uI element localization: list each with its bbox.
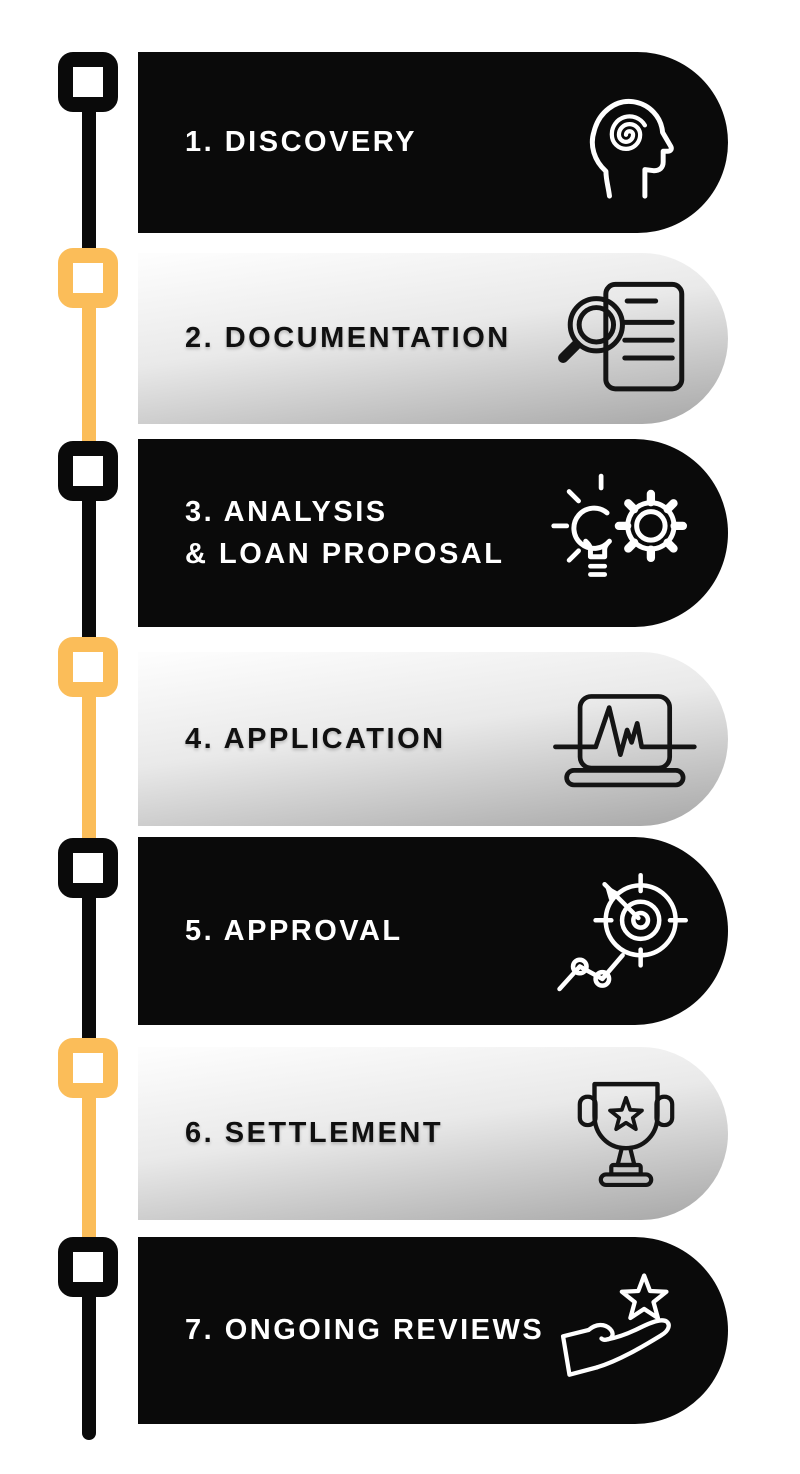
step-card-4: 4. APPLICATION (138, 652, 728, 826)
step-title-3-line1: 3. ANALYSIS (185, 495, 388, 528)
timeline-marker-7 (58, 1237, 118, 1297)
step-title-7-line1: 7. ONGOING REVIEWS (185, 1314, 545, 1347)
timeline-marker-6 (58, 1038, 118, 1098)
step-card-1: 1. DISCOVERY (138, 52, 728, 233)
step-title-6: 6. SETTLEMENT (185, 1112, 550, 1154)
timeline-connector-3 (82, 491, 96, 647)
timeline-marker-4 (58, 637, 118, 697)
step-title-3: 3. ANALYSIS & LOAN PROPOSAL (185, 491, 550, 575)
step-title-1: 1. DISCOVERY (185, 121, 550, 163)
timeline-connector-4 (82, 687, 96, 848)
step-card-7: 7. ONGOING REVIEWS (138, 1237, 728, 1424)
timeline-marker-1 (58, 52, 118, 112)
step-title-2: 2. DOCUMENTATION (185, 317, 550, 359)
trophy-star-icon (550, 1056, 702, 1212)
hand-star-icon (550, 1253, 702, 1409)
timeline-connector-2 (82, 298, 96, 451)
timeline-connector-5 (82, 888, 96, 1048)
step-title-4-line1: 4. APPLICATION (185, 722, 446, 755)
timeline-connector-1 (82, 102, 96, 258)
step-card-3: 3. ANALYSIS & LOAN PROPOSAL (138, 439, 728, 627)
step-card-5: 5. APPROVAL (138, 837, 728, 1025)
step-title-3-line2: & LOAN PROPOSAL (185, 538, 505, 570)
step-title-6-line1: 6. SETTLEMENT (185, 1117, 444, 1150)
step-title-7: 7. ONGOING REVIEWS (185, 1309, 550, 1351)
step-card-2: 2. DOCUMENTATION (138, 253, 728, 424)
step-card-6: 6. SETTLEMENT (138, 1047, 728, 1220)
idea-gear-icon (550, 455, 702, 611)
timeline-marker-3 (58, 441, 118, 501)
step-title-1-line1: 1. DISCOVERY (185, 126, 417, 159)
step-title-5: 5. APPROVAL (185, 910, 550, 952)
document-search-icon (550, 261, 702, 417)
timeline-connector-7 (82, 1287, 96, 1440)
timeline-connector-6 (82, 1088, 96, 1247)
timeline-marker-5 (58, 838, 118, 898)
laptop-pulse-icon (550, 661, 702, 817)
step-title-2-line1: 2. DOCUMENTATION (185, 322, 511, 355)
step-title-5-line1: 5. APPROVAL (185, 914, 403, 947)
timeline-marker-2 (58, 248, 118, 308)
mind-spiral-icon (550, 65, 702, 221)
target-arrow-icon (550, 853, 702, 1009)
step-title-4: 4. APPLICATION (185, 718, 550, 760)
